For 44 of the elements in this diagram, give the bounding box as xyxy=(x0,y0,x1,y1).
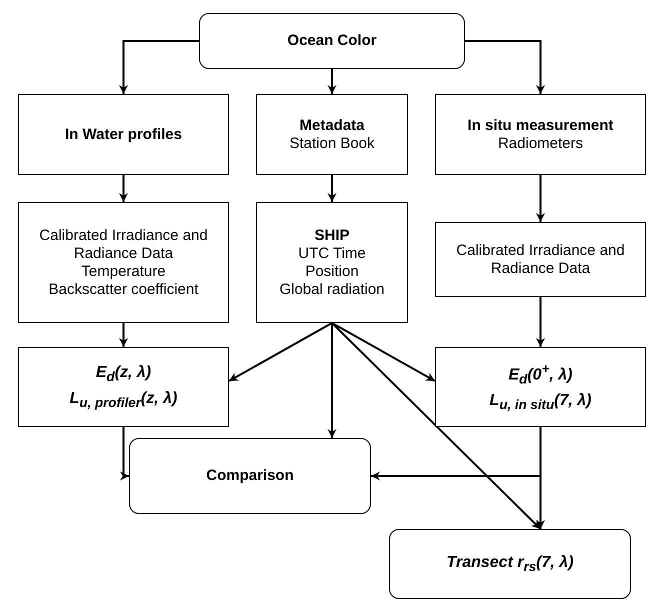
process-box xyxy=(435,94,646,175)
node-text: Position xyxy=(305,262,359,280)
node-text: Ocean Color xyxy=(287,32,377,50)
process-box xyxy=(18,202,229,323)
process-box xyxy=(435,222,646,297)
formula-text: E$_{d}$(0$^{+}$, λ) xyxy=(508,360,572,388)
heading-text: SHIP xyxy=(314,226,350,244)
arrow xyxy=(328,175,336,202)
formula-text: E$_{d}$(z, λ) xyxy=(96,362,152,385)
formula-text: L$_{u, in situ}$(7, λ) xyxy=(490,391,592,414)
arrow xyxy=(328,323,336,438)
arrow xyxy=(119,175,128,202)
arrow xyxy=(536,175,545,222)
arrow xyxy=(332,322,436,382)
node-text: Temperature xyxy=(81,262,166,280)
arrow xyxy=(328,69,336,94)
arrow xyxy=(536,297,545,347)
node-text: Global radiation xyxy=(279,280,385,298)
node-text: Radiometers xyxy=(498,134,584,152)
process-box xyxy=(256,94,408,175)
formula-text: Transect r$_{rs}$(7, λ) xyxy=(446,552,574,576)
terminal-box xyxy=(199,13,465,69)
arrow xyxy=(228,322,332,382)
arrow xyxy=(119,40,199,94)
node-text: Comparison xyxy=(206,467,294,485)
terminal-box xyxy=(129,438,371,514)
formula-text: L$_{u, profiler}$(z, λ) xyxy=(70,389,178,412)
process-box xyxy=(256,202,408,323)
node-text: Calibrated Irradiance and Radiance Data xyxy=(455,242,626,278)
node-text: Calibrated Irradiance and Radiance Data xyxy=(38,226,209,262)
node-text: Backscatter coefficient xyxy=(48,280,198,298)
process-box xyxy=(435,347,646,427)
heading-text: In Water profiles xyxy=(65,126,182,144)
terminal-box xyxy=(389,529,631,599)
arrow xyxy=(119,323,128,347)
process-box xyxy=(18,347,229,427)
heading-text: In situ measurement xyxy=(468,116,614,134)
arrow xyxy=(465,40,545,94)
heading-text: Metadata xyxy=(299,116,365,134)
arrow xyxy=(331,322,542,530)
process-box xyxy=(18,94,229,175)
node-text: Station Book xyxy=(289,134,375,152)
node-text: UTC Time xyxy=(298,244,366,262)
arrow xyxy=(120,427,129,480)
